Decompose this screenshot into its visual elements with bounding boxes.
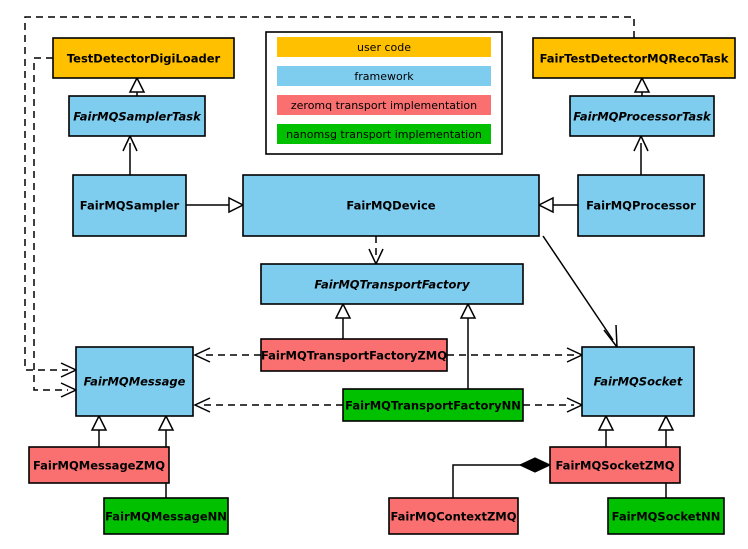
legend-swatch-framework [277, 66, 491, 86]
node-fairmqsocketnn[interactable]: FairMQSocketNN [607, 497, 725, 535]
node-label-fairmqsocket: FairMQSocket [594, 375, 683, 389]
node-fairmqmessage[interactable]: FairMQMessage [75, 346, 194, 417]
legend-swatch-nanomsg [277, 124, 491, 144]
legend-item-framework: framework [277, 66, 491, 86]
edge-processor-to-device [537, 196, 578, 214]
node-testdetectordigiloader[interactable]: TestDetectorDigiLoader [52, 37, 235, 79]
node-box-fairmqcontextzmq[interactable] [388, 497, 519, 535]
legend-swatch-zeromq [277, 95, 491, 115]
node-box-fairmqsamplertask[interactable] [68, 95, 206, 137]
node-box-fairmqtransportfactorynn[interactable] [342, 388, 524, 422]
node-label-fairmqsocketnn: FairMQSocketNN [612, 510, 721, 524]
legend-swatch-user-code [277, 37, 491, 57]
legend-label-nanomsg: nanomsg transport implementation [286, 128, 482, 141]
node-fairmqsampler[interactable]: FairMQSampler [72, 174, 187, 237]
node-box-fairmqsampler[interactable] [72, 174, 187, 237]
node-box-fairmqmessage[interactable] [75, 346, 194, 417]
node-fairmqtransportfactoryzmq[interactable]: FairMQTransportFactoryZMQ [260, 338, 448, 372]
edge-contextzmq-to-socketzmq [452, 457, 552, 498]
node-fairmqtransportfactorynn[interactable]: FairMQTransportFactoryNN [342, 388, 524, 422]
node-box-fairmqsocket[interactable] [581, 346, 695, 417]
node-box-fairmqdevice[interactable] [242, 174, 540, 237]
edge-socketzmq-to-socket [597, 414, 615, 447]
legend-label-user-code: user code [357, 41, 411, 54]
node-fairmqsocketzmq[interactable]: FairMQSocketZMQ [549, 446, 681, 484]
node-label-fairmqtransportfactorynn: FairMQTransportFactoryNN [345, 399, 521, 413]
edge-factoryzmq-to-message [193, 347, 261, 363]
node-box-fairmqmessagenn[interactable] [103, 497, 229, 535]
node-label-fairmqprocessortask: FairMQProcessorTask [573, 110, 712, 124]
legend-item-nanomsg: nanomsg transport implementation [277, 124, 491, 144]
node-label-fairmqprocessor: FairMQProcessor [586, 199, 696, 213]
edge-messagezmq-to-message [90, 414, 108, 447]
node-fairtestdetectormqrecotask[interactable]: FairTestDetectorMQRecoTask [532, 37, 736, 79]
node-fairmqtransportfactory[interactable]: FairMQTransportFactory [260, 263, 524, 305]
legend-item-zeromq: zeromq transport implementation [277, 95, 491, 115]
node-label-fairmqmessagenn: FairMQMessageNN [105, 510, 227, 524]
node-box-fairmqmessagezmq[interactable] [28, 446, 170, 484]
legend-label-framework: framework [354, 70, 414, 83]
node-label-fairmqdevice: FairMQDevice [346, 199, 435, 213]
node-fairmqmessagenn[interactable]: FairMQMessageNN [103, 497, 229, 535]
edge-samplertask-to-digiloader [128, 76, 146, 96]
node-fairmqprocessortask[interactable]: FairMQProcessorTask [569, 95, 715, 137]
node-box-fairmqprocessortask[interactable] [569, 95, 715, 137]
node-label-fairmqcontextzmq: FairMQContextZMQ [390, 510, 516, 524]
node-fairmqsamplertask[interactable]: FairMQSamplerTask [68, 95, 206, 137]
edge-factorynn-to-factory [459, 302, 477, 389]
node-fairmqmessagezmq[interactable]: FairMQMessageZMQ [28, 446, 170, 484]
node-label-fairtestdetectormqrecotask: FairTestDetectorMQRecoTask [540, 52, 729, 66]
edge-factorynn-to-message [193, 397, 343, 413]
node-label-fairmqmessagezmq: FairMQMessageZMQ [33, 459, 165, 473]
node-fairmqdevice[interactable]: FairMQDevice [242, 174, 540, 237]
node-label-fairmqsocketzmq: FairMQSocketZMQ [556, 459, 675, 473]
node-fairmqsocket[interactable]: FairMQSocket [581, 346, 695, 417]
node-fairmqcontextzmq[interactable]: FairMQContextZMQ [388, 497, 519, 535]
node-box-fairmqsocketzmq[interactable] [549, 446, 681, 484]
node-layer: TestDetectorDigiLoader FairTestDetectorM… [28, 37, 736, 535]
edge-sampler-to-device [186, 196, 245, 214]
node-box-fairmqtransportfactory[interactable] [260, 263, 524, 305]
legend-label-zeromq: zeromq transport implementation [291, 99, 477, 112]
node-box-fairtestdetectormqrecotask[interactable] [532, 37, 736, 79]
node-box-fairmqsocketnn[interactable] [607, 497, 725, 535]
node-label-fairmqmessage: FairMQMessage [84, 375, 186, 389]
legend: user code framework zeromq transport imp… [265, 31, 503, 155]
node-box-fairmqtransportfactoryzmq[interactable] [260, 338, 448, 372]
legend-item-user-code: user code [277, 37, 491, 57]
node-label-fairmqtransportfactoryzmq: FairMQTransportFactoryZMQ [261, 349, 447, 363]
node-label-fairmqsampler: FairMQSampler [80, 199, 180, 213]
node-fairmqprocessor[interactable]: FairMQProcessor [577, 174, 705, 237]
node-box-fairmqprocessor[interactable] [577, 174, 705, 237]
edge-processortask-to-recotask [633, 76, 651, 96]
node-label-fairmqtransportfactory: FairMQTransportFactory [314, 278, 470, 292]
node-label-fairmqsamplertask: FairMQSamplerTask [73, 110, 202, 124]
node-label-testdetectordigiloader: TestDetectorDigiLoader [67, 52, 221, 66]
node-box-testdetectordigiloader[interactable] [52, 37, 235, 79]
edge-factoryzmq-to-factory [334, 302, 352, 339]
